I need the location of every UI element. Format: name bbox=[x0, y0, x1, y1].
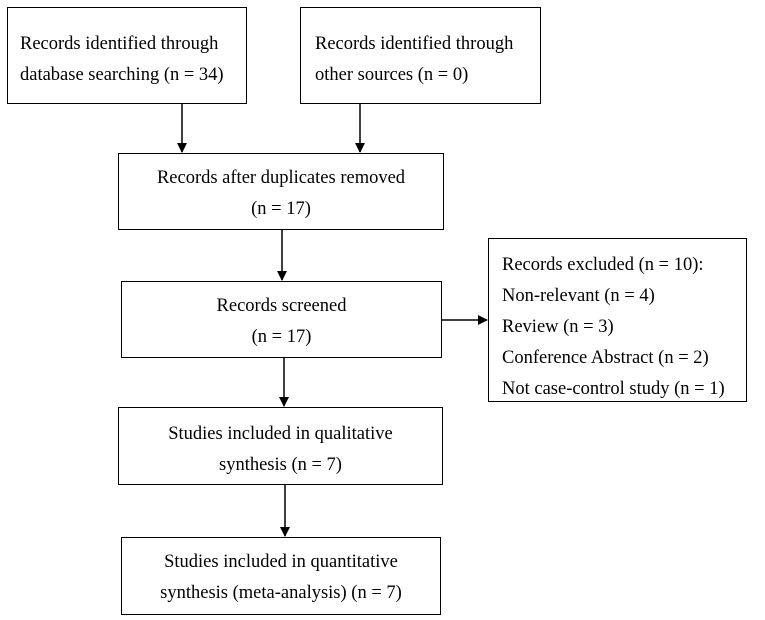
studies-qualitative-line2: synthesis (n = 7) bbox=[219, 455, 342, 475]
records-after-duplicates-box: Records after duplicates removed (n = 17… bbox=[118, 153, 444, 230]
records-after-duplicates-line2: (n = 17) bbox=[251, 199, 311, 219]
studies-quantitative-line1: Studies included in quantitative bbox=[164, 552, 398, 572]
records-after-duplicates-line1: Records after duplicates removed bbox=[156, 168, 406, 188]
records-identified-other-line2: other sources (n = 0) bbox=[315, 65, 469, 85]
studies-qualitative-box: Studies included in qualitative synthesi… bbox=[118, 407, 443, 485]
records-screened-box: Records screened (n = 17) bbox=[121, 281, 442, 358]
records-screened-line1: Records screened bbox=[216, 296, 347, 316]
records-identified-other-line1: Records identified through bbox=[315, 34, 514, 54]
excluded-reason-conference-abstract: Conference Abstract (n = 2) bbox=[502, 348, 709, 368]
records-identified-other-box: Records identified through other sources… bbox=[300, 7, 541, 104]
excluded-reason-non-relevant: Non-relevant (n = 4) bbox=[502, 286, 655, 306]
excluded-reason-not-case-control: Not case-control study (n = 1) bbox=[502, 379, 725, 399]
records-identified-database-box: Records identified through database sear… bbox=[7, 7, 247, 104]
records-excluded-box: Records excluded (n = 10): Non-relevant … bbox=[488, 238, 747, 402]
studies-qualitative-line1: Studies included in qualitative bbox=[168, 424, 393, 444]
records-excluded-title: Records excluded (n = 10): bbox=[502, 255, 704, 275]
records-screened-line2: (n = 17) bbox=[251, 327, 312, 347]
studies-quantitative-line2: synthesis (meta-analysis) (n = 7) bbox=[160, 583, 402, 603]
records-identified-database-line1: Records identified through bbox=[20, 34, 219, 54]
records-identified-database-line2: database searching (n = 34) bbox=[20, 65, 224, 85]
excluded-reason-review: Review (n = 3) bbox=[502, 317, 614, 337]
studies-quantitative-box: Studies included in quantitative synthes… bbox=[121, 537, 441, 615]
